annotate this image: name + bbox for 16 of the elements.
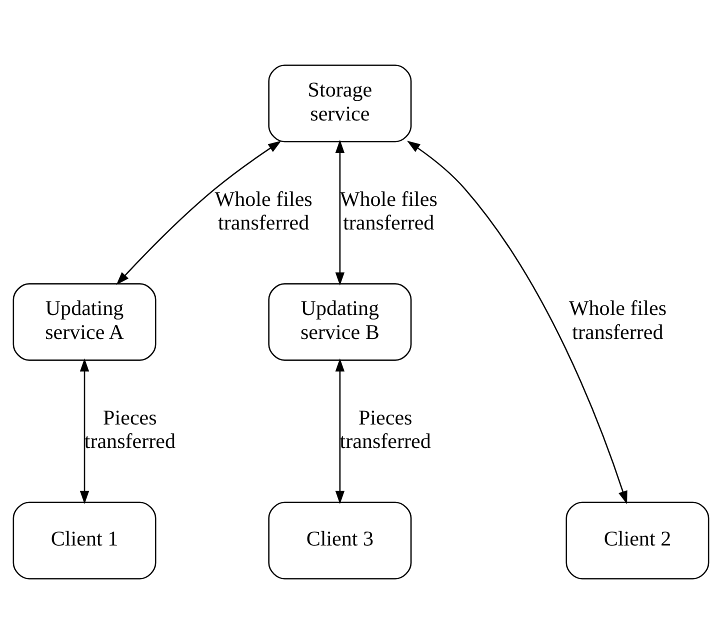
edge-label: Whole files transferred xyxy=(214,186,312,234)
arrow xyxy=(335,358,345,504)
node-box: Storage service xyxy=(268,64,412,142)
edge-label: Pieces transferred xyxy=(340,404,431,453)
node-box: Client 2 xyxy=(566,501,710,579)
arrow xyxy=(80,358,90,504)
edge-label: Whole files transferred xyxy=(340,186,438,234)
node-box: Client 3 xyxy=(268,501,412,579)
edge-label: Whole files transferred xyxy=(568,296,667,344)
node-box: Updating service B xyxy=(268,282,412,360)
arrow xyxy=(116,140,282,284)
node-box: Client 1 xyxy=(12,501,156,579)
arrow xyxy=(407,140,628,504)
node-box: Updating service A xyxy=(12,282,156,360)
arrow xyxy=(335,139,345,286)
edge-label: Pieces transferred xyxy=(84,404,176,453)
